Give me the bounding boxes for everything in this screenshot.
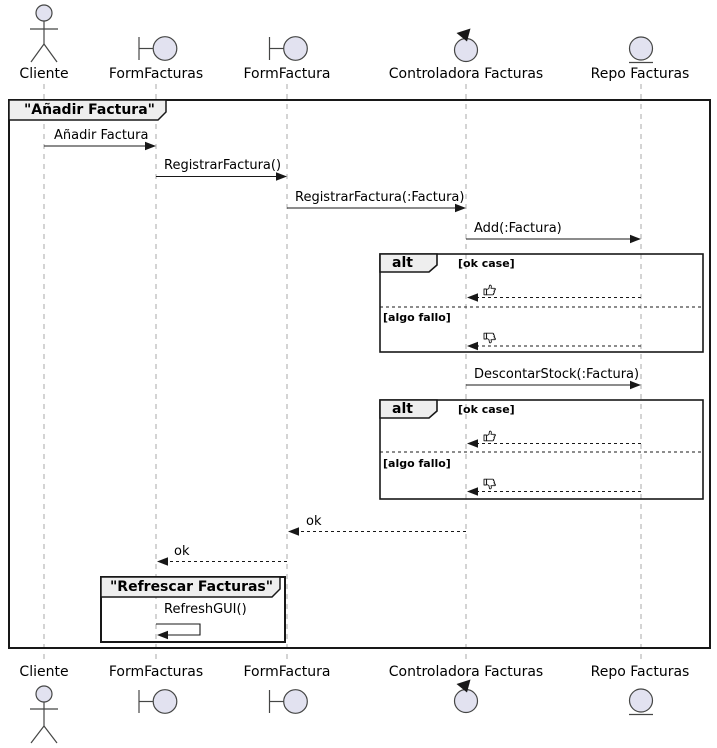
inner-frame-title-tab (100, 576, 281, 598)
outer-frame-title-tab (8, 99, 167, 121)
thumbs-down-emoji (483, 476, 497, 490)
arrow-registrarfactura (156, 172, 287, 181)
arrow-return-thumbs-up-2 (467, 439, 641, 448)
message-label-registrarfactura-factura: RegistrarFactura(:Factura) (295, 190, 465, 205)
message-label-add-factura: Add(:Factura) (474, 221, 562, 236)
message-arrows (44, 141, 641, 640)
lifelines (43, 84, 642, 662)
arrow-anadir-factura (44, 141, 156, 151)
boundary-icon (138, 36, 178, 61)
message-label-descontarstock: DescontarStock(:Factura) (474, 367, 640, 382)
participant-label-repo: Repo Facturas (590, 66, 690, 82)
guard-ok-case: [ok case] (458, 257, 515, 270)
control-icon (453, 28, 479, 63)
outer-frame (8, 99, 711, 649)
frame-title: "Añadir Factura" (24, 102, 155, 118)
alt-operator-label: alt (392, 255, 413, 271)
message-label-anadir-factura: Añadir Factura (54, 128, 149, 143)
participant-label-formfactura: FormFactura (243, 664, 331, 680)
arrow-return-thumbs-down-1 (467, 341, 641, 351)
entity-icon (628, 688, 654, 716)
arrow-return-ok-1 (288, 527, 466, 536)
alt-fragment-1 (379, 253, 704, 353)
actor-icon (30, 4, 58, 63)
alt-operator-tab (379, 253, 438, 273)
arrow-return-thumbs-down-2 (467, 487, 641, 496)
control-icon (453, 679, 479, 714)
participant-label-repo: Repo Facturas (590, 664, 690, 680)
alt-operator-label: alt (392, 401, 413, 417)
arrow-registrarfactura-factura (287, 203, 466, 213)
alt-fragment-2 (379, 399, 704, 500)
guard-algo-fallo: [algo fallo] (383, 457, 451, 470)
thumbs-up-emoji (483, 282, 497, 296)
thumbs-down-emoji (483, 330, 497, 344)
participant-label-cliente: Cliente (19, 66, 69, 82)
entity-icon (628, 36, 654, 64)
arrow-return-ok-2 (157, 557, 287, 566)
participant-label-controladora: Controladora Facturas (388, 66, 544, 82)
boundary-icon (268, 689, 308, 714)
message-label-refreshgui: RefreshGUI() (164, 602, 247, 617)
alt-operator-tab (379, 399, 438, 419)
inner-frame-title: "Refrescar Facturas" (110, 579, 274, 595)
message-label-ok-1: ok (306, 514, 322, 529)
guard-ok-case: [ok case] (458, 403, 515, 416)
guard-algo-fallo: [algo fallo] (383, 311, 451, 324)
boundary-icon (138, 689, 178, 714)
arrow-self-refreshgui (156, 623, 201, 640)
thumbs-up-emoji (483, 428, 497, 442)
participant-label-cliente: Cliente (19, 664, 69, 680)
message-label-registrarfactura: RegistrarFactura() (164, 158, 282, 173)
bottom-participant-icons (30, 679, 654, 744)
participant-label-formfactura: FormFactura (243, 66, 331, 82)
top-participant-icons (30, 4, 654, 64)
participant-label-controladora: Controladora Facturas (388, 664, 544, 680)
inner-frame (100, 576, 286, 643)
arrow-descontarstock (466, 380, 641, 390)
arrow-return-thumbs-up-1 (467, 293, 641, 302)
boundary-icon (268, 36, 308, 61)
participant-label-formfacturas: FormFacturas (108, 664, 204, 680)
arrow-add-factura (466, 234, 641, 244)
actor-icon (30, 685, 58, 744)
participant-label-formfacturas: FormFacturas (108, 66, 204, 82)
message-label-ok-2: ok (174, 544, 190, 559)
